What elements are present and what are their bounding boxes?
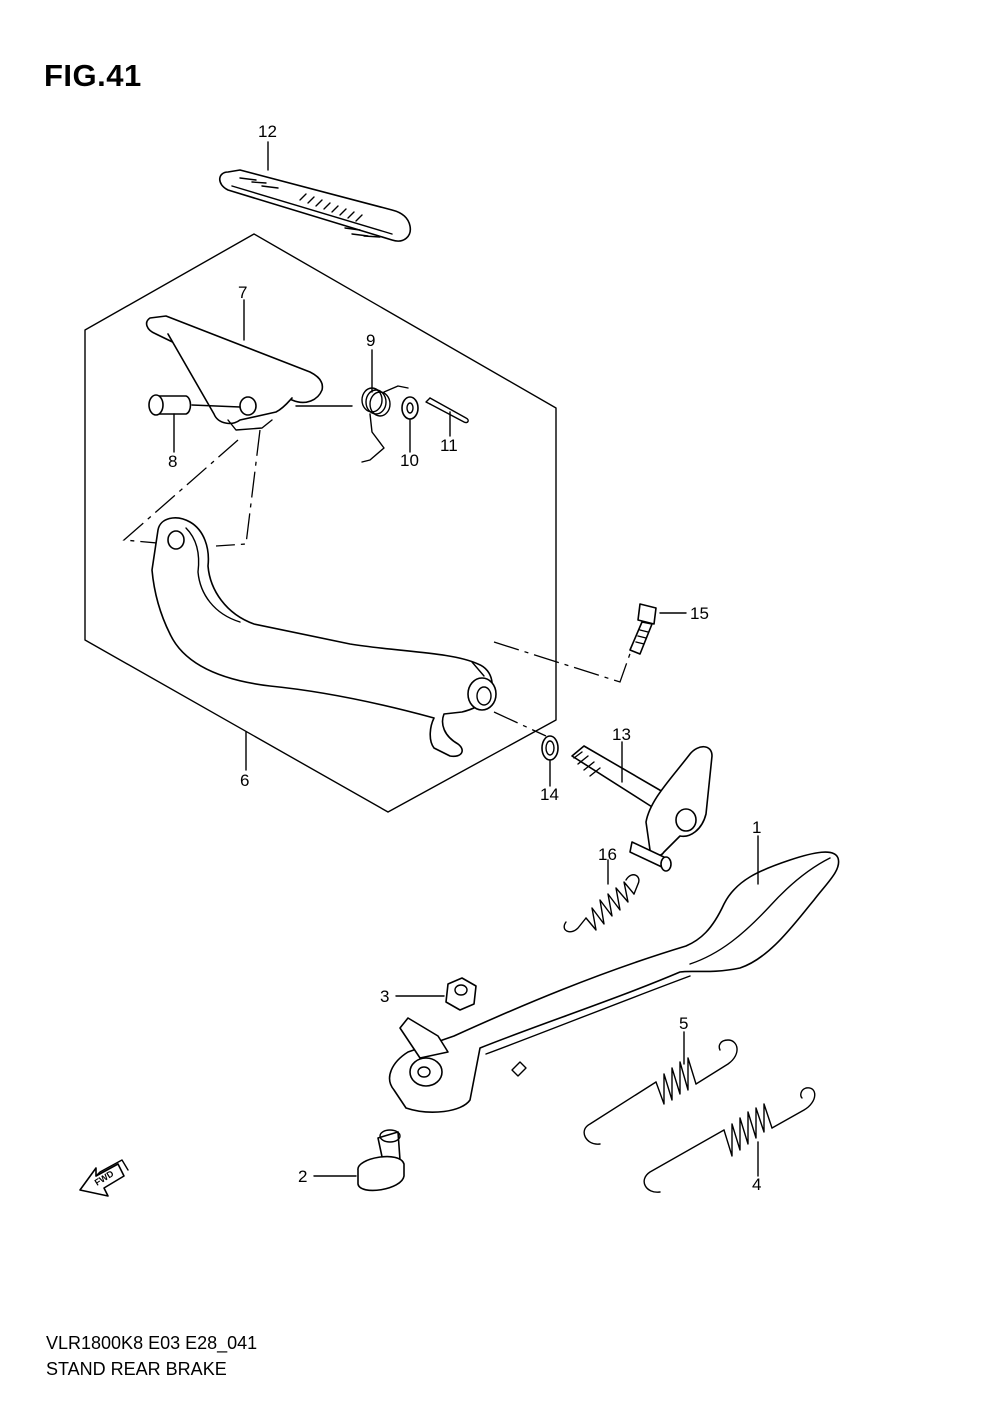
callout-1: 1 (752, 818, 761, 837)
assembly-line-spring (215, 429, 261, 547)
fwd-arrow-icon (79, 1159, 129, 1197)
callout-8: 8 (168, 452, 177, 471)
diagram-name: STAND REAR BRAKE (46, 1359, 227, 1379)
part-12-footrest-rubber (218, 169, 412, 242)
callout-7: 7 (238, 283, 247, 302)
callout-11: 11 (440, 436, 458, 455)
assembly-line-bolt (493, 641, 633, 683)
callout-4: 4 (752, 1175, 761, 1194)
assembly-line-pad (122, 439, 239, 545)
part-6-brake-pedal (151, 517, 497, 758)
part-14-o-ring (541, 735, 559, 761)
callout-16: 16 (598, 845, 617, 864)
part-8-pin (148, 394, 241, 416)
callout-12: 12 (258, 122, 277, 141)
figure-title: FIG.41 (44, 58, 142, 93)
callout-9: 9 (366, 331, 375, 350)
callout-10: 10 (400, 451, 419, 470)
callout-15: 15 (690, 604, 709, 623)
callout-6: 6 (240, 771, 249, 790)
part-10-washer (401, 396, 419, 420)
part-15-bolt (629, 603, 657, 655)
part-13-brake-shaft (571, 745, 713, 872)
assembly-line-shaft (493, 711, 547, 737)
callout-13: 13 (612, 725, 631, 744)
callout-14: 14 (540, 785, 559, 804)
callout-5: 5 (679, 1014, 688, 1033)
part-2-stand-bolt (357, 1129, 405, 1192)
part-16-return-spring (563, 874, 640, 933)
part-9-torsion-spring (295, 385, 409, 463)
part-1-side-stand (388, 851, 840, 1113)
leader-lines (173, 141, 759, 1177)
part-5-stand-spring (583, 1039, 738, 1145)
part-7-pedal-pad (145, 315, 324, 431)
part-11-cotter-pin (425, 397, 469, 424)
callout-2: 2 (298, 1167, 307, 1186)
part-3-nut (445, 977, 477, 1011)
model-code: VLR1800K8 E03 E28_041 (46, 1333, 258, 1353)
part-4-stand-spring (643, 1087, 816, 1193)
subassembly-frame (84, 233, 557, 813)
callout-3: 3 (380, 987, 389, 1006)
